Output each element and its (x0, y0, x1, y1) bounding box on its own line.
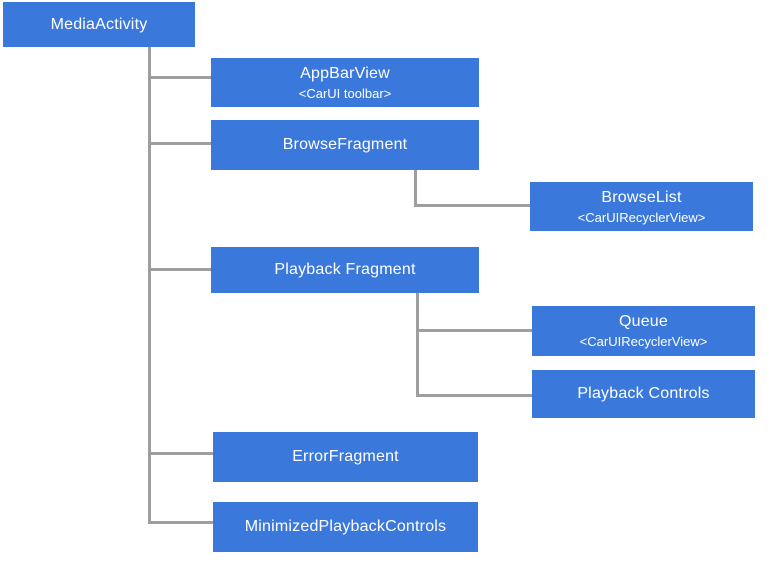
connector-browsefragment-browselist-horizontal (414, 204, 530, 207)
node-label: BrowseFragment (282, 136, 408, 153)
connector-mediaactivity-playbackfragment (148, 268, 211, 271)
node-label: Playback Controls (577, 385, 710, 402)
node-browse-fragment: BrowseFragment (211, 120, 479, 170)
node-label: ErrorFragment (292, 448, 399, 465)
connector-playbackfragment-children-vertical (416, 291, 419, 397)
node-minimized-playback-controls: MinimizedPlaybackControls (213, 502, 478, 552)
node-app-bar-view: AppBarView <CarUI toolbar> (211, 58, 479, 107)
node-label: Queue (618, 313, 669, 330)
node-label: MediaActivity (50, 15, 148, 33)
node-label: MinimizedPlaybackControls (244, 518, 447, 535)
node-playback-controls: Playback Controls (532, 370, 755, 418)
node-sublabel: <CarUIRecyclerView> (579, 334, 708, 349)
node-label: Playback Fragment (274, 261, 416, 278)
node-sublabel: <CarUI toolbar> (298, 85, 392, 101)
node-label: AppBarView (300, 64, 390, 82)
node-error-fragment: ErrorFragment (213, 432, 478, 482)
connector-mediaactivity-minimizedplaybackcontrols (148, 521, 213, 524)
connector-mediaactivity-appbarview (148, 76, 211, 79)
connector-mediaactivity-browsefragment (148, 142, 211, 145)
connector-browsefragment-browselist-vertical (414, 168, 417, 207)
node-queue: Queue <CarUIRecyclerView> (532, 306, 755, 356)
node-sublabel: <CarUIRecyclerView> (577, 209, 706, 225)
connector-mediaactivity-errorfragment (148, 452, 213, 455)
node-media-activity: MediaActivity (3, 2, 195, 47)
connector-trunk-vertical (148, 47, 151, 524)
connector-playbackfragment-queue-horizontal (416, 329, 532, 332)
node-playback-fragment: Playback Fragment (211, 247, 479, 293)
connector-playbackfragment-playbackcontrols-horizontal (416, 394, 532, 397)
node-browse-list: BrowseList <CarUIRecyclerView> (530, 182, 753, 231)
node-label: BrowseList (601, 188, 682, 206)
